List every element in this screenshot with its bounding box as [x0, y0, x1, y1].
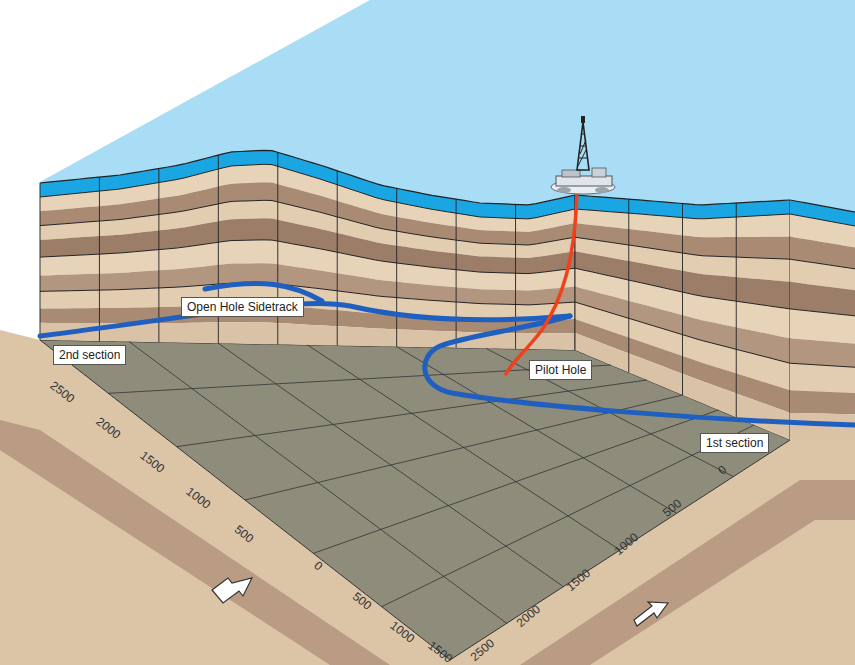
layer-line: [790, 214, 855, 226]
label-box: Open Hole Sidetrack: [181, 297, 304, 317]
label-box: 2nd section: [53, 345, 126, 365]
pilot-hole: [506, 192, 577, 374]
grid-line: [99, 177, 100, 341]
layer-line: [790, 363, 855, 367]
grid-line: [158, 169, 159, 343]
grid-line: [456, 199, 457, 348]
rock-layer: [790, 309, 855, 344]
grid-line: [682, 204, 683, 395]
label-box: Pilot Hole: [529, 360, 592, 380]
grid-line: [40, 183, 41, 340]
drilling-rig: [551, 116, 615, 194]
grid-line: [628, 199, 629, 372]
wall-top: [40, 150, 575, 205]
box-text: 2nd section: [59, 348, 120, 362]
grid-line: [397, 347, 677, 514]
well-paths: [40, 192, 855, 425]
rock-layer: [790, 390, 855, 414]
grid-line: [337, 171, 338, 346]
grid-line: [313, 410, 718, 553]
grid-line: [396, 188, 397, 346]
layer-line: [40, 240, 575, 274]
box-text: Pilot Hole: [535, 363, 586, 377]
layer-line: [40, 164, 575, 219]
grid-line: [736, 203, 737, 418]
layer-line: [790, 259, 855, 269]
well-1st-section: [425, 316, 855, 425]
grid-line: [382, 425, 755, 607]
rock-layer: [790, 338, 855, 367]
box-text: Open Hole Sidetrack: [187, 300, 298, 314]
direction-arrows: [212, 578, 668, 626]
layer-line: [790, 309, 855, 316]
wall-top: [575, 195, 790, 205]
label-box: 1st section: [700, 433, 769, 453]
wall-top: [790, 200, 855, 212]
rock-layer: [790, 363, 855, 393]
box-text: 1st section: [706, 436, 763, 450]
layer-line: [40, 200, 575, 245]
